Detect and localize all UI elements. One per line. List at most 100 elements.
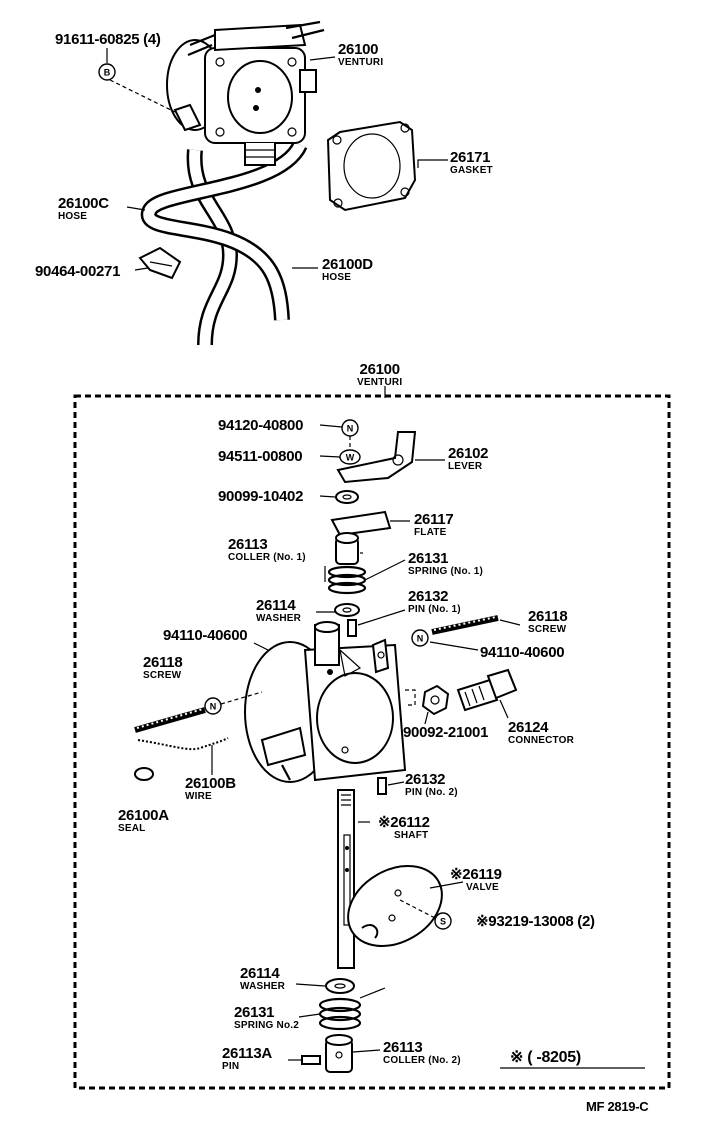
badge-b: [98, 63, 116, 81]
label-26132-1: 26132 PIN (No. 1): [408, 589, 461, 615]
footer-code-text: MF 2819-C: [586, 1099, 649, 1114]
note-range-text: ※ ( -8205): [510, 1049, 581, 1066]
assembly-title-number: 26100: [359, 361, 401, 378]
part-number-26132-2: 26132: [405, 771, 446, 788]
label-93219: ※93219-13008 (2): [476, 914, 595, 929]
part-number-26100D: 26100D: [322, 256, 373, 273]
part-number-91611: 91611-60825 (4): [55, 31, 161, 48]
part-number-26102: 26102: [448, 445, 489, 462]
part-desc-26114-1: WASHER: [256, 613, 302, 624]
part-desc-26118-right: SCREW: [528, 624, 567, 635]
venturi-assembly-frame: [73, 394, 671, 1090]
part-number-26113A: 26113A: [222, 1045, 272, 1062]
label-26118-right: 26118 SCREW: [528, 608, 568, 635]
part-number-90464: 90464-00271: [35, 263, 121, 280]
venturi-upper-shape: [166, 20, 325, 166]
assembly-title-desc: VENTURI: [357, 377, 403, 388]
part-number-26100C: 26100C: [58, 195, 109, 212]
label-94110-left: 94110-40600: [163, 628, 248, 643]
label-26100B: 26100B WIRE: [185, 776, 236, 802]
label-26100A: 26100A SEAL: [118, 808, 169, 834]
label-26131-2: 26131 SPRING No.2: [234, 1005, 299, 1031]
part-desc-26114-2: WASHER: [240, 981, 286, 992]
label-26112: ※26112 SHAFT: [378, 815, 430, 841]
part-desc-26132-2: PIN (No. 2): [405, 787, 458, 798]
valve-26119-shape: [347, 865, 443, 947]
part-desc-26102: LEVER: [448, 461, 483, 472]
part-number-26100B: 26100B: [185, 775, 236, 792]
part-number-93219: ※93219-13008 (2): [476, 914, 595, 929]
part-desc-26119: VALVE: [466, 882, 499, 893]
part-desc-26118-left: SCREW: [143, 670, 182, 681]
part-desc-26113A: PIN: [222, 1061, 240, 1072]
part-desc-26132-1: PIN (No. 1): [408, 604, 461, 615]
label-94110-right: 94110-40600: [480, 644, 565, 661]
part-number-26118-right: 26118: [528, 608, 568, 625]
part-number-26131-2: 26131: [234, 1004, 275, 1021]
part-desc-26113-1: COLLER (No. 1): [228, 552, 306, 563]
label-assembly-title: 26100 VENTURI: [357, 362, 402, 388]
gasket-26171-shape: [326, 120, 417, 212]
part-number-26100A: 26100A: [118, 807, 169, 824]
lever-26102-shape: [336, 431, 417, 484]
badge-n-left: N: [210, 702, 217, 712]
part-desc-26100B: WIRE: [185, 791, 212, 802]
part-desc-26112: SHAFT: [394, 830, 429, 841]
label-note-range: ※ ( -8205): [510, 1050, 581, 1066]
part-number-26100-top: 26100: [338, 41, 379, 58]
label-26113A: 26113A PIN: [222, 1046, 272, 1072]
part-desc-26113-2: COLLER (No. 2): [383, 1055, 461, 1066]
part-number-26113-1: 26113: [228, 536, 268, 553]
part-number-26124: 26124: [508, 719, 549, 736]
part-number-26171: 26171: [450, 149, 491, 166]
part-desc-26100-top: VENTURI: [338, 57, 384, 68]
part-number-26113-2: 26113: [383, 1039, 423, 1056]
hose-26100D-shape: [140, 140, 308, 321]
badge-w: W: [346, 453, 355, 463]
star-mark-26119: ※: [450, 866, 463, 883]
label-26114-1: 26114 WASHER: [256, 598, 301, 624]
part-number-26112: ※26112: [378, 815, 430, 830]
part-number-26114-2: 26114: [240, 965, 280, 982]
part-desc-26100A: SEAL: [118, 823, 146, 834]
label-26113-2: 26113 COLLER (No. 2): [383, 1040, 461, 1066]
label-26100C: 26100C HOSE: [58, 196, 109, 222]
badge-s: S: [440, 917, 446, 927]
label-90099: 90099-10402: [218, 489, 303, 504]
part-number-26114-1: 26114: [256, 597, 296, 614]
part-number-26119-text: 26119: [462, 866, 502, 883]
part-number-26118-left: 26118: [143, 654, 183, 671]
part-desc-26171: GASKET: [450, 165, 493, 176]
label-94511: 94511-00800: [218, 449, 303, 464]
label-26113-1: 26113 COLLER (No. 1): [228, 537, 306, 563]
clip-90464-shape: [138, 246, 182, 280]
part-number-26119: ※26119: [450, 867, 502, 882]
label-94120: 94120-40800: [218, 418, 303, 433]
label-91611: 91611-60825 (4): [55, 32, 161, 47]
part-desc-26131-1: SPRING (No. 1): [408, 566, 484, 577]
label-26131-1: 26131 SPRING (No. 1): [408, 551, 483, 577]
star-mark-26112: ※: [378, 814, 391, 831]
star-mark-93219: ※: [476, 913, 489, 930]
part-desc-26124: CONNECTOR: [508, 735, 575, 746]
label-26171: 26171 GASKET: [450, 150, 493, 176]
label-90092: 90092-21001: [403, 725, 488, 740]
part-desc-26100C: HOSE: [58, 211, 88, 222]
badge-b-text: B: [104, 68, 111, 78]
label-26117: 26117 FLATE: [414, 512, 454, 538]
label-26102: 26102 LEVER: [448, 445, 489, 472]
label-90464: 90464-00271: [35, 264, 120, 279]
shaft-26112-shape: [337, 789, 355, 969]
venturi-body-shape: [244, 621, 407, 783]
badge-n-top: N: [347, 424, 354, 434]
part-desc-26100D: HOSE: [322, 272, 352, 283]
spring-1-shape: [324, 565, 367, 595]
label-26114-2: 26114 WASHER: [240, 966, 285, 992]
label-26119: ※26119 VALVE: [450, 867, 502, 893]
connector-26124-shape: [456, 668, 518, 712]
part-number-94110-right: 94110-40600: [480, 644, 565, 661]
part-number-26131-1: 26131: [408, 550, 449, 567]
flate-26117-shape: [330, 510, 392, 537]
